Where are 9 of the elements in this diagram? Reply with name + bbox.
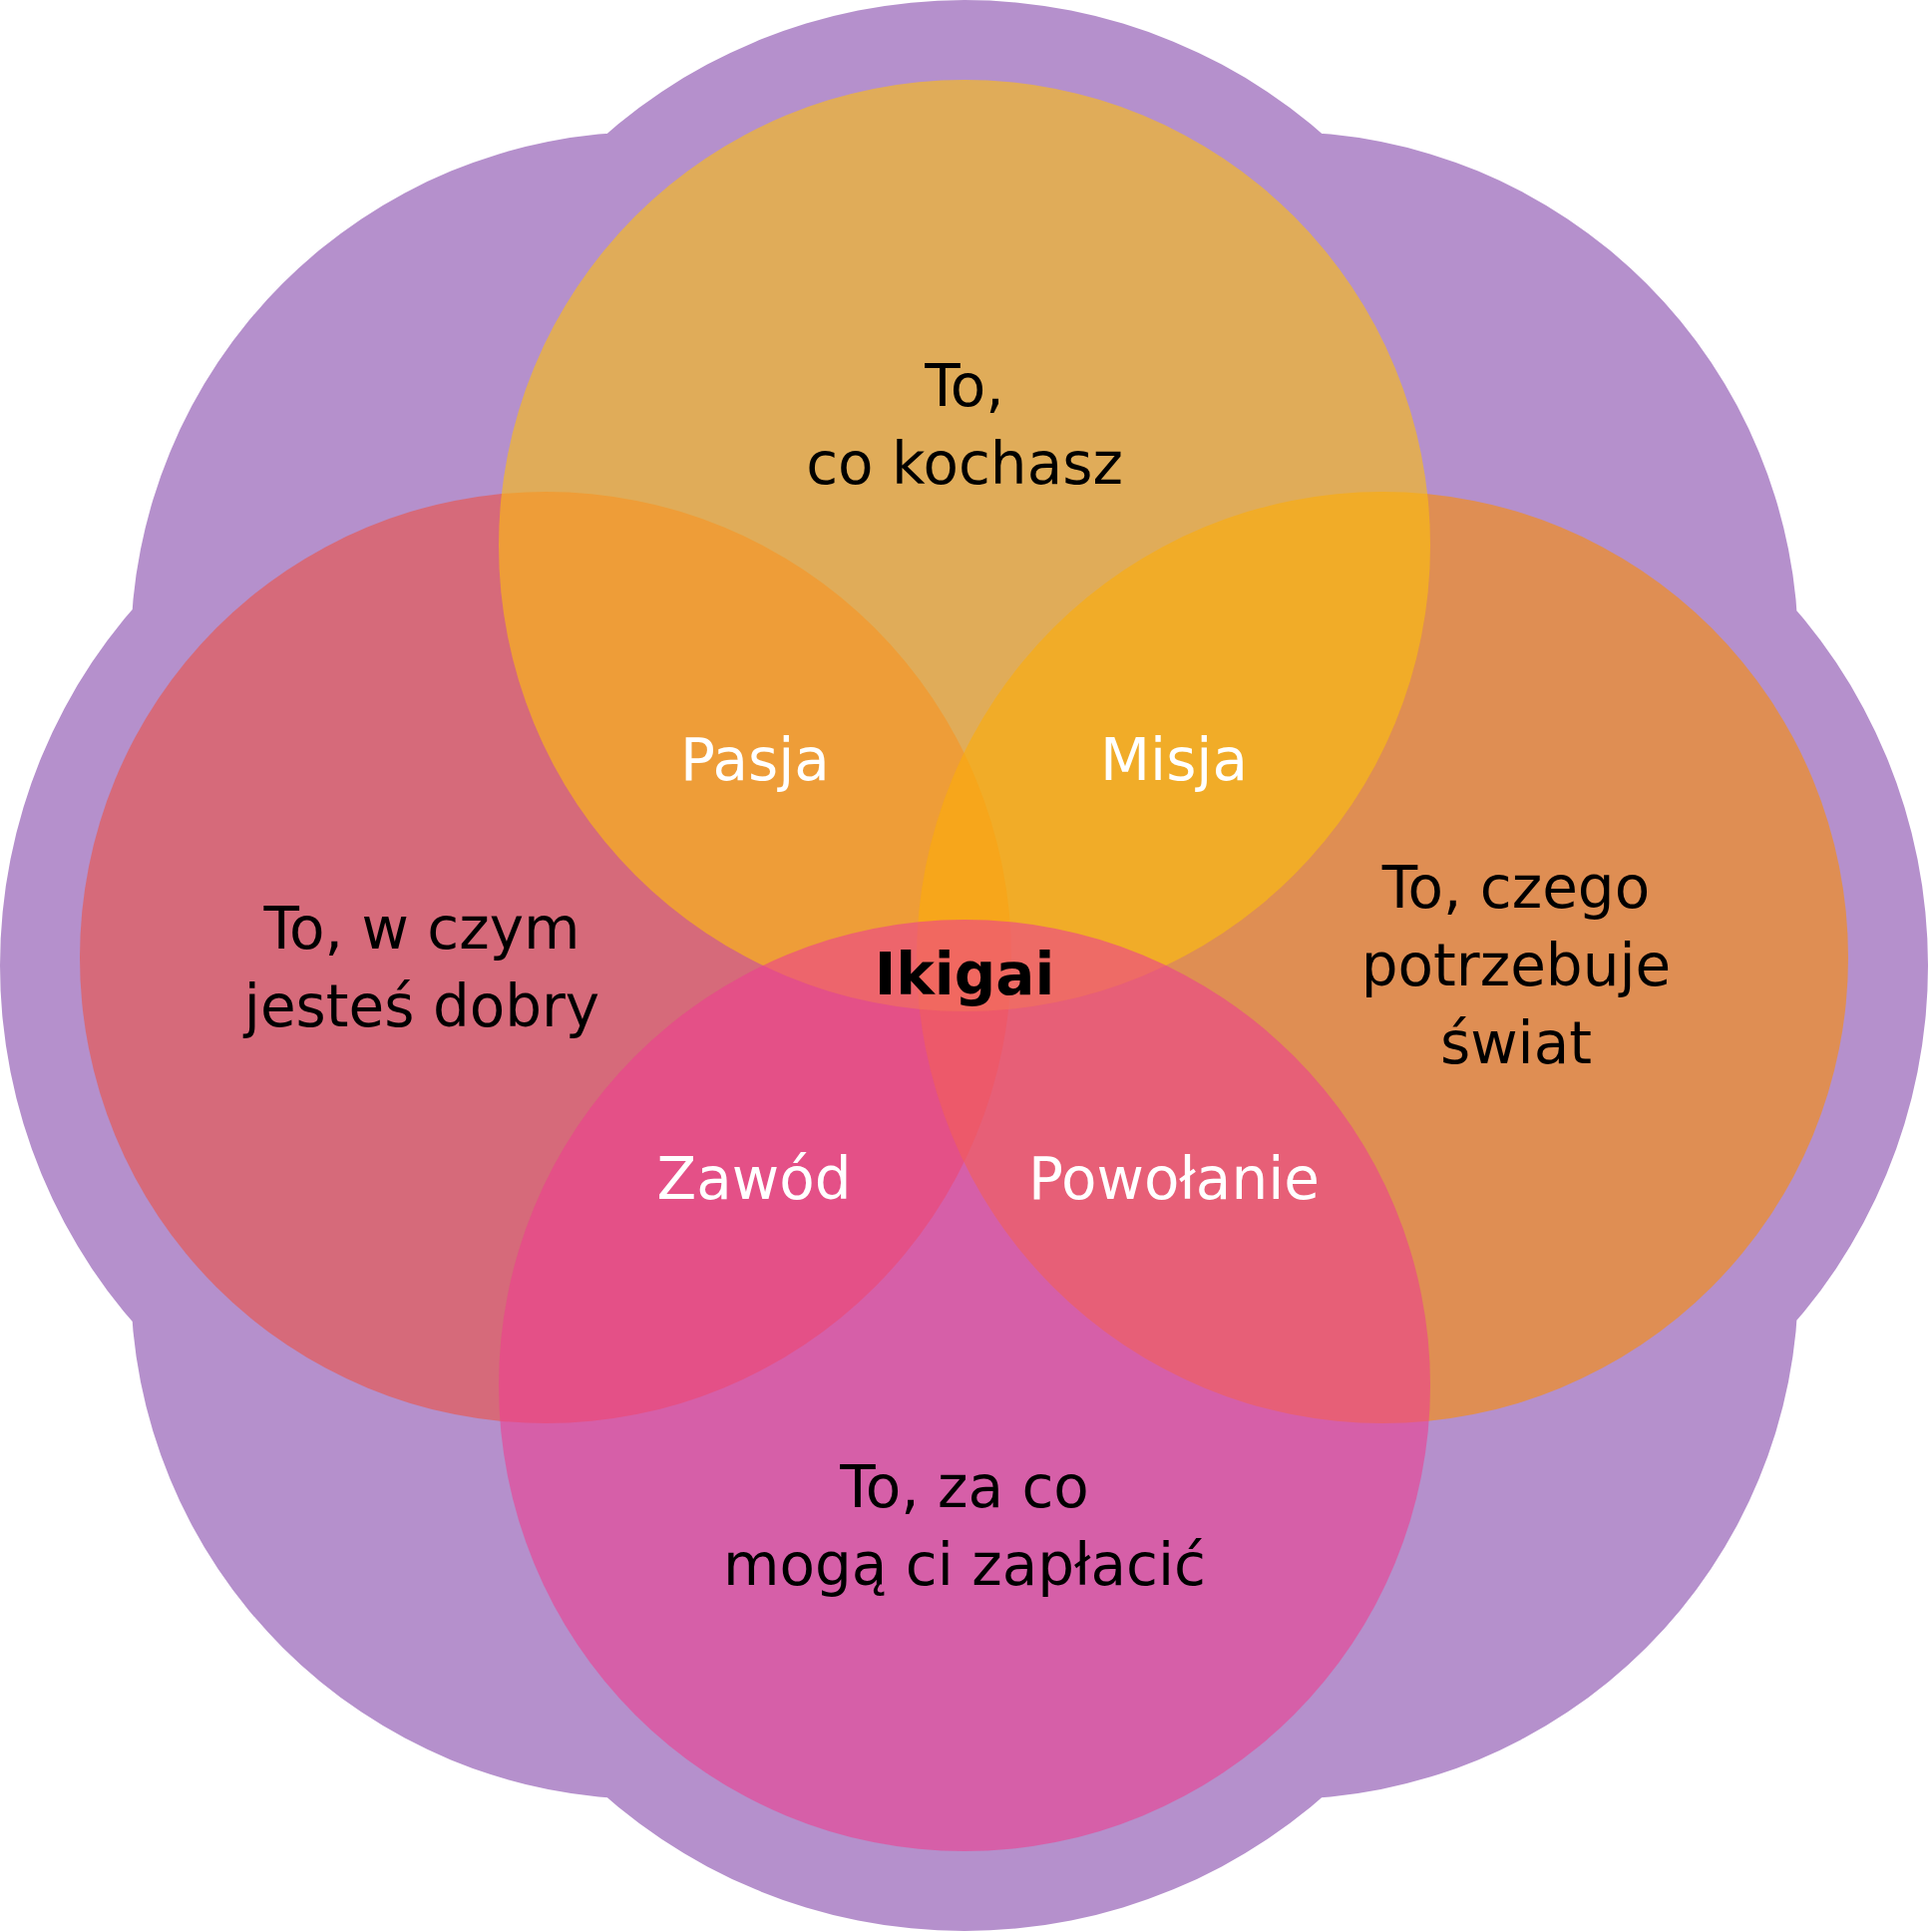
overlap-label: Pasja <box>680 725 830 796</box>
set-label: To, czego potrzebuje świat <box>1360 853 1672 1079</box>
center-label: Ikigai <box>874 940 1055 1010</box>
set-label: To, w czym jesteś dobry <box>243 894 600 1042</box>
overlap-label: Misja <box>1100 725 1248 796</box>
overlap-label: Powołanie <box>1028 1144 1320 1215</box>
overlap-label: Zawód <box>656 1144 852 1215</box>
set-label: To, za co mogą ci zapłacić <box>723 1452 1206 1601</box>
set-label: To, co kochasz <box>806 351 1123 500</box>
